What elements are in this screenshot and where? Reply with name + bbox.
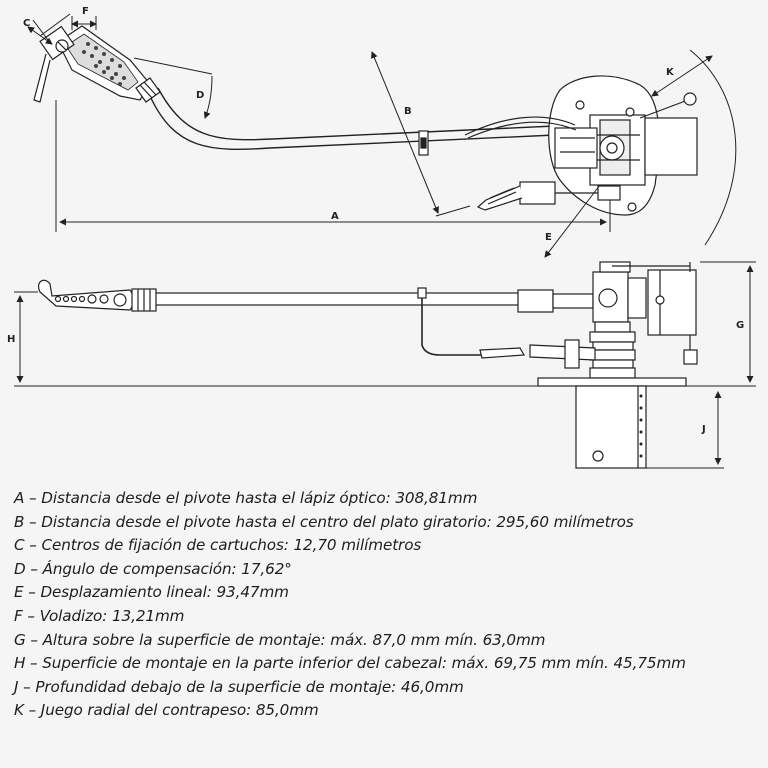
headshell <box>33 25 161 103</box>
mounting-base <box>575 385 647 469</box>
label-b: B <box>404 106 412 117</box>
legend-item-h: H – Superficie de montaje en la parte in… <box>14 654 686 673</box>
label-f: F <box>82 6 89 17</box>
legend-item-b: B – Distancia desde el pivote hasta el c… <box>14 512 634 531</box>
top-view <box>33 25 737 246</box>
label-g: G <box>736 320 744 331</box>
tonearm-technical-drawing: A B C D E F K <box>7 6 756 469</box>
label-c: C <box>23 18 30 29</box>
dimension-legend: A – Distancia desde el pivote hasta el l… <box>14 487 759 723</box>
side-arm-tube <box>154 292 521 306</box>
legend-item-g: G – Altura sobre la superficie de montaj… <box>14 630 546 649</box>
label-j: J <box>701 424 706 435</box>
label-a: A <box>331 211 339 222</box>
legend-item-e: E – Desplazamiento lineal: 93,47mm <box>14 583 289 602</box>
legend-item-a: A – Distancia desde el pivote hasta el l… <box>14 489 478 507</box>
arm-tube <box>149 95 556 150</box>
mounting-plate <box>537 377 687 387</box>
legend-item-f: F – Voladizo: 13,21mm <box>14 606 185 625</box>
label-e: E <box>545 232 552 243</box>
legend-item-j: J – Profundidad debajo de la superficie … <box>14 677 464 696</box>
top-view-dimensions <box>27 13 713 258</box>
legend-item-k: K – Juego radial del contrapeso: 85,0mm <box>14 701 319 720</box>
pivot-assembly-top <box>464 75 698 216</box>
legend-item-c: C – Centros de fijación de cartuchos: 12… <box>14 536 422 555</box>
side-view <box>38 261 698 469</box>
label-h: H <box>7 334 15 345</box>
legend-item-d: D – Ángulo de compensación: 17,62° <box>14 559 292 578</box>
side-view-dimensions <box>14 261 756 469</box>
label-k: K <box>666 67 675 78</box>
label-d: D <box>196 90 204 101</box>
